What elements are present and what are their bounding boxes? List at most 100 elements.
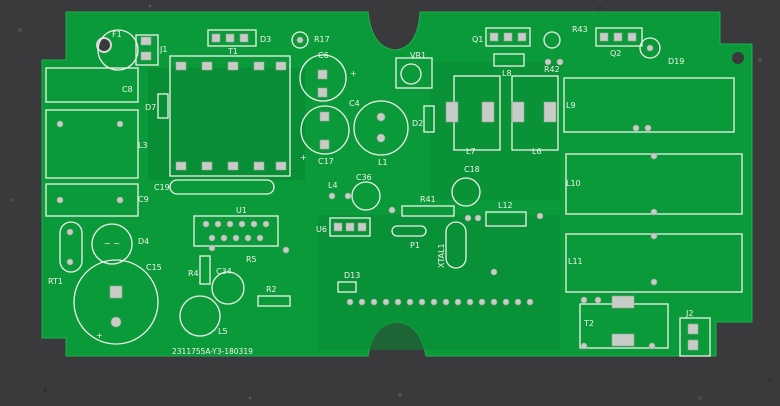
label-c6: C6: [318, 51, 329, 60]
label-l9: L9: [566, 101, 576, 110]
regulator-u6: U6: [316, 217, 371, 237]
inductor-l5: L5: [179, 295, 228, 337]
vias: [208, 58, 652, 276]
copper-pour-bottom: [318, 215, 560, 350]
label-f1: F1: [112, 30, 122, 39]
label-c8: C8: [122, 85, 133, 94]
label-r5: R5: [246, 255, 257, 264]
inductor-l4: L4: [328, 181, 352, 200]
capacitor-c15: C15 +: [73, 259, 162, 345]
connector-j2: J2: [679, 309, 711, 357]
label-c17: C17: [318, 157, 334, 166]
label-rt1: RT1: [48, 277, 63, 286]
resistor-r5: R5: [246, 255, 257, 264]
capacitor-c18: C18: [451, 165, 481, 207]
label-c15: C15: [146, 263, 162, 272]
label-l4: L4: [328, 181, 338, 190]
resistor-r4: R4: [188, 255, 211, 285]
label-d4: D4: [138, 237, 149, 246]
label-u1: U1: [236, 206, 247, 215]
label-r41: R41: [420, 195, 436, 204]
label-l10: L10: [566, 179, 581, 188]
bridge-d4: D4 ~ ~: [91, 223, 149, 265]
label-d13: D13: [344, 271, 360, 280]
label-l3: L3: [138, 141, 148, 150]
label-c34: C34: [216, 267, 232, 276]
label-u6: U6: [316, 225, 327, 234]
ic-u1: U1: [193, 206, 279, 247]
capacitor-c6: C6 +: [299, 51, 357, 102]
label-c9: C9: [138, 195, 149, 204]
label-l7: L7: [466, 147, 476, 156]
diode-d7: D7: [145, 93, 169, 119]
crystal-xtal1: XTAL1: [437, 221, 467, 269]
diode-d2: D2: [412, 105, 435, 133]
inductor-l11: L11: [565, 232, 743, 293]
inductor-l6: L6: [511, 75, 559, 156]
label-r42: R42: [544, 65, 560, 74]
transformer-t1: T1: [169, 47, 291, 177]
label-r43: R43: [572, 25, 588, 34]
diode-d19: D19: [639, 37, 684, 66]
resistor-r43: R43: [543, 25, 588, 49]
label-j2: J2: [685, 309, 693, 318]
label-q1: Q1: [472, 35, 483, 44]
thermistor-rt1: RT1: [48, 221, 83, 286]
board-id-text: 2311755A-Y3-180319: [172, 347, 253, 356]
label-l11: L11: [568, 257, 583, 266]
connector-d13: D13: [337, 271, 534, 306]
label-l6: L6: [532, 147, 542, 156]
label-d19: D19: [668, 57, 684, 66]
label-l1: L1: [378, 158, 388, 167]
label-r2: R2: [266, 285, 277, 294]
copper-pour-left: [148, 68, 305, 180]
fuse-f1: F1 J1: [97, 29, 167, 71]
svg-text:~ ~: ~ ~: [104, 239, 120, 248]
label-d7: D7: [145, 103, 156, 112]
header-p1: P1: [391, 225, 427, 250]
capacitor-c36: C36: [351, 173, 381, 211]
capacitor-c17: C17 +: [300, 105, 350, 166]
resistor-r2: R2: [257, 285, 291, 307]
inductor-l9: L9: [563, 77, 735, 133]
granite-speckles: [10, 4, 772, 400]
label-d2: D2: [412, 119, 423, 128]
resistor-r41: R41: [401, 195, 455, 217]
capacitor-c34: C34: [211, 267, 245, 305]
potentiometer-vr1: VR1: [395, 51, 433, 89]
capacitor-c4: C4: [349, 99, 360, 108]
label-d3: D3: [260, 35, 271, 44]
inductor-l1: L1: [353, 100, 409, 167]
label-r4: R4: [188, 269, 199, 278]
label-l5: L5: [218, 327, 228, 336]
diode-d3: D3: [207, 29, 271, 47]
label-l12: L12: [498, 201, 513, 210]
inductor-l12: L12: [485, 201, 527, 227]
inductor-l7: L7: [445, 75, 501, 156]
transformer-t2: T2: [579, 295, 669, 350]
resistor-r42: R42 L8: [493, 53, 560, 78]
inductor-l10: L10: [565, 152, 743, 216]
svg-text:+: +: [300, 153, 307, 162]
svg-text:+: +: [350, 69, 357, 78]
capacitor-c19: C19: [154, 179, 275, 195]
label-t2: T2: [583, 319, 594, 328]
label-vr1: VR1: [410, 51, 426, 60]
transistor-q2: Q2: [595, 27, 643, 58]
label-c19: C19: [154, 183, 170, 192]
label-c36: C36: [356, 173, 372, 182]
label-c18: C18: [464, 165, 480, 174]
label-p1: P1: [410, 241, 420, 250]
label-r17: R17: [314, 35, 330, 44]
copper-pour-right: [430, 62, 560, 200]
svg-text:+: +: [96, 331, 103, 340]
label-l8: L8: [502, 69, 512, 78]
resistor-r17: R17: [291, 31, 330, 49]
inductor-l3-block: C8 L3 C9: [45, 67, 149, 217]
label-q2: Q2: [610, 49, 621, 58]
transistor-q1: Q1: [472, 27, 531, 47]
label-c4: C4: [349, 99, 360, 108]
label-t1: T1: [227, 47, 238, 56]
label-xtal1: XTAL1: [437, 243, 446, 268]
